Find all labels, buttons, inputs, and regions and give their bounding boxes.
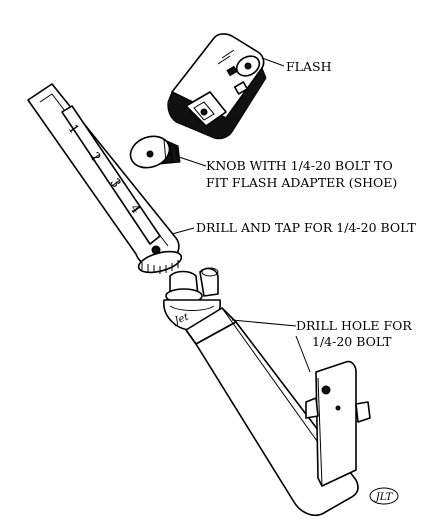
knob [129, 135, 181, 169]
flash-label: FLASH [286, 59, 332, 74]
ball-head-brand: Jet [171, 311, 191, 327]
artist-mark-text: JLT [374, 492, 394, 503]
knob-label-line2: FIT FLASH ADAPTER (SHOE) [206, 175, 397, 190]
slotted-arm [27, 83, 180, 267]
drill-hole-label-line1: DRILL HOLE FOR [296, 318, 412, 333]
l-bracket [185, 307, 371, 517]
knob-label-line1: KNOB WITH 1/4-20 BOLT TO [206, 158, 393, 173]
knurled-wheel [137, 245, 183, 274]
flash-unit [167, 33, 267, 140]
leader-lines [171, 57, 311, 373]
drill-tap-label: DRILL AND TAP FOR 1/4-20 BOLT [196, 220, 416, 235]
artist-signature: JLT [369, 487, 399, 505]
drill-hole-label-line2: 1/4-20 BOLT [312, 334, 392, 349]
